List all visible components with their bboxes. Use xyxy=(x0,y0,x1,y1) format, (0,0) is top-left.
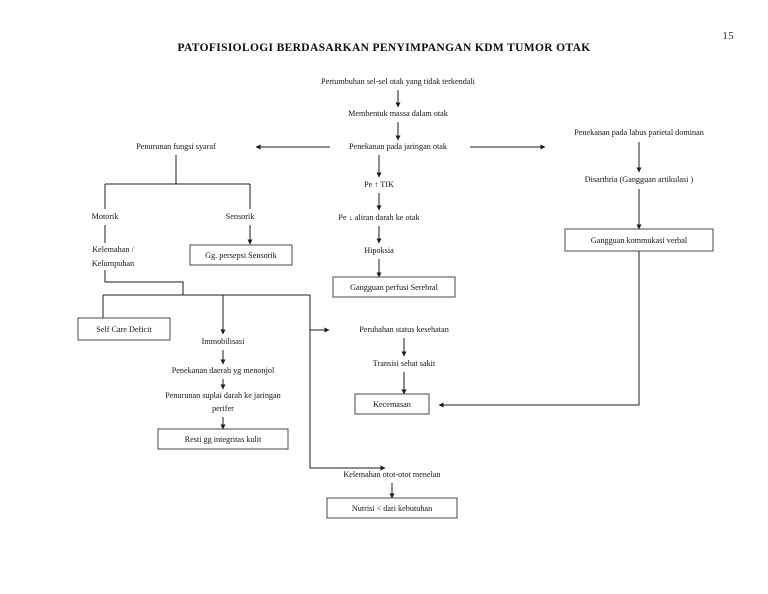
node-gg-persepsi-sensorik: Gg. persepsi Sensorik xyxy=(189,244,293,266)
node-box xyxy=(326,497,458,519)
node-transisi-sehat-sakit: Transisi sehat sakit xyxy=(373,359,436,368)
node-nutrisi-kurang: Nutrisi < dari kebutuhan xyxy=(326,497,458,519)
node-label: Pertumbuhan sel-sel otak yang tidak terk… xyxy=(321,77,476,86)
node-box xyxy=(332,276,456,298)
node-label: Penurunan suplai darah ke jaringan xyxy=(165,391,281,400)
node-kelemahan-kelumpuhan: Kelemahan / Kelumpuhan xyxy=(92,245,135,268)
page-title: PATOFISIOLOGI BERDASARKAN PENYIMPANGAN K… xyxy=(177,42,591,54)
node-label: Kelemahan otot-otot menelan xyxy=(343,470,440,479)
node-label: Membentuk massa dalam otak xyxy=(348,109,449,118)
node-label: Kecemasan xyxy=(373,400,411,409)
node-label: Pe ↓ aliran darah ke otak xyxy=(338,213,420,222)
node-sensorik: Sensorik xyxy=(226,212,256,221)
node-self-care-deficit: Self Care Deficit xyxy=(77,317,171,341)
node-motorik: Motorik xyxy=(92,212,120,221)
node-pe-tik: Pe ↑ TIK xyxy=(364,180,394,189)
node-immobilisasi: Immobilisasi xyxy=(202,337,245,346)
node-kelemahan-otot-menelan: Kelemahan otot-otot menelan xyxy=(343,470,440,479)
node-layer: Pertumbuhan sel-sel otak yang tidak terk… xyxy=(77,77,714,519)
node-label: Hipoksia xyxy=(364,246,394,255)
node-box xyxy=(564,228,714,252)
node-label: Gg. persepsi Sensorik xyxy=(205,251,278,260)
node-label: perifer xyxy=(212,404,234,413)
node-box xyxy=(157,428,289,450)
edge-n7-n25 xyxy=(438,251,640,408)
page-number: 15 xyxy=(722,30,734,42)
node-penekanan-labus-parietal: Penekanan pada labus parietal dominan xyxy=(574,128,704,137)
node-label: Resti gg integritas kulit xyxy=(185,435,262,444)
node-label: Kelumpuhan xyxy=(92,259,134,268)
edge-n14-n26 xyxy=(309,295,386,471)
node-label: Penekanan pada labus parietal dominan xyxy=(574,128,704,137)
node-resti-gg-integritas-kulit: Resti gg integritas kulit xyxy=(157,428,289,450)
node-label: Penurunan fungsi syaraf xyxy=(136,142,216,151)
node-penekanan-jaringan-otak: Penekanan pada jaringan otak xyxy=(349,142,448,151)
connector-layer xyxy=(102,90,642,499)
node-label: Pe ↑ TIK xyxy=(364,180,394,189)
node-label: Motorik xyxy=(92,212,120,221)
node-membentuk-massa: Membentuk massa dalam otak xyxy=(348,109,449,118)
edge-n14-stem xyxy=(104,270,184,295)
node-box xyxy=(189,244,293,266)
node-label: Gangguan kommukasi verbal xyxy=(591,236,688,245)
node-label: Kelemahan / xyxy=(92,245,134,254)
node-pertumbuhan-sel: Pertumbuhan sel-sel otak yang tidak terk… xyxy=(321,77,476,86)
node-penurunan-suplai-darah: Penurunan suplai darah ke jaringan perif… xyxy=(165,391,281,413)
node-label: Penekanan pada jaringan otak xyxy=(349,142,448,151)
node-gangguan-perfusi-serebral: Gangguan perfusi Serebral xyxy=(332,276,456,298)
node-label: Self Care Deficit xyxy=(96,325,152,334)
node-label: Immobilisasi xyxy=(202,337,245,346)
node-label: Transisi sehat sakit xyxy=(373,359,436,368)
node-label: Perubahan status kesehatan xyxy=(359,325,449,334)
node-label: Gangguan perfusi Serebral xyxy=(350,283,438,292)
node-penurunan-fungsi-syaraf: Penurunan fungsi syaraf xyxy=(136,142,216,151)
node-gangguan-komunikasi-verbal: Gangguan kommukasi verbal xyxy=(564,228,714,252)
node-hipoksia: Hipoksia xyxy=(364,246,394,255)
node-perubahan-status-kesehatan: Perubahan status kesehatan xyxy=(359,325,449,334)
node-disarthria: Disarthria (Gangguan artikulasi ) xyxy=(585,175,694,184)
node-pe-aliran-darah: Pe ↓ aliran darah ke otak xyxy=(338,213,420,222)
node-label: Sensorik xyxy=(226,212,256,221)
node-box xyxy=(77,317,171,341)
node-penekanan-daerah-menonjol: Penekanan daerah yg menonjol xyxy=(172,366,275,375)
node-kecemasan: Kecemasan xyxy=(354,393,430,415)
node-box xyxy=(354,393,430,415)
node-label: Disarthria (Gangguan artikulasi ) xyxy=(585,175,694,184)
node-label: Penekanan daerah yg menonjol xyxy=(172,366,275,375)
node-label: Nutrisi < dari kebutuhan xyxy=(352,504,432,513)
